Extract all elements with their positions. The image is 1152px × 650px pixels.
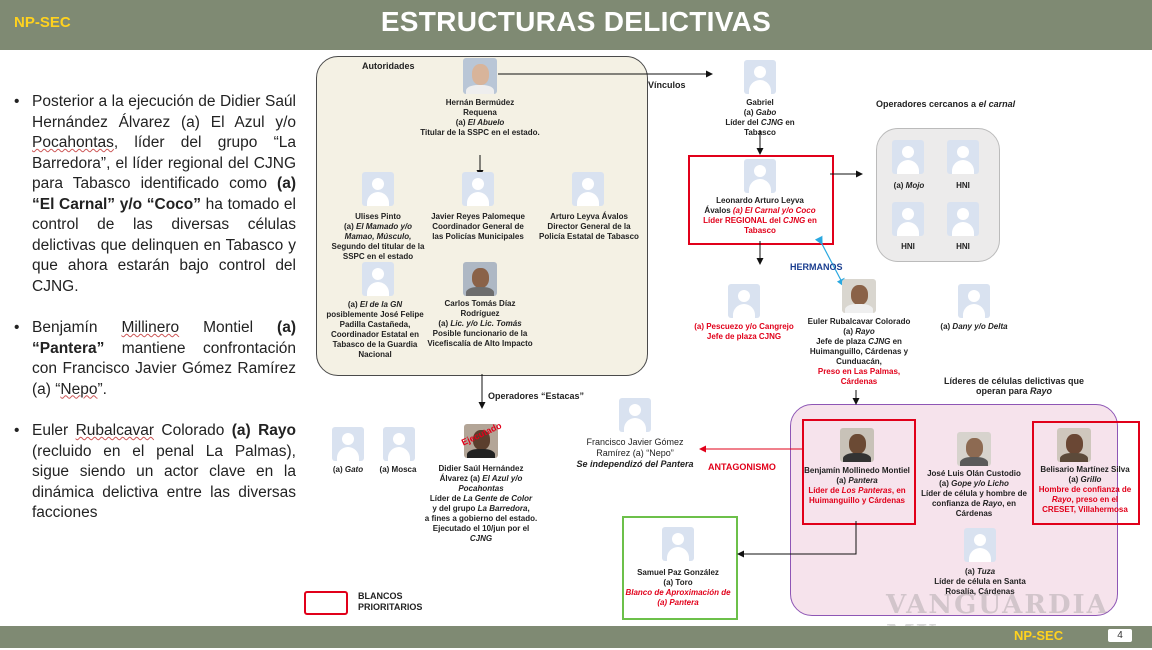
person-icon — [958, 284, 990, 318]
priority-box-leonardo — [688, 155, 834, 245]
label-ulises: Ulises Pinto(a) El Mamado y/o Mamao, Mús… — [331, 212, 425, 261]
antagonismo-label: ANTAGONISMO — [708, 462, 776, 472]
arrow-hermanos — [814, 235, 845, 288]
person-icon — [662, 527, 694, 561]
bullet-list: Posterior a la ejecución de Didier Saúl … — [12, 92, 296, 545]
lideres-celulas-label: Líderes de células delictivas que operan… — [943, 376, 1085, 396]
hermanos-label: HERMANOS — [790, 262, 843, 272]
label-mojo: (a) Mojo — [893, 181, 925, 190]
person-icon — [892, 202, 924, 236]
footer-org-label: NP-SEC — [1014, 628, 1064, 643]
autoridades-label: Autoridades — [362, 61, 415, 71]
person-icon — [362, 172, 394, 206]
page-number: 4 — [1108, 629, 1132, 642]
person-icon — [892, 140, 924, 174]
footer-bar — [0, 626, 1152, 648]
photo-didier — [464, 424, 498, 458]
bullet-item: Posterior a la ejecución de Didier Saúl … — [12, 92, 296, 297]
operadores-estacas-label: Operadores “Estacas” — [488, 391, 585, 401]
person-icon — [572, 172, 604, 206]
photo-jose — [957, 432, 991, 466]
operadores-cercanos-label: Operadores cercanos a el carnal — [876, 99, 1016, 109]
person-icon — [744, 60, 776, 94]
vinculos-label: Vínculos — [648, 80, 686, 90]
label-jose: José Luis Olán Custodio(a) Gope y/o Lich… — [921, 469, 1027, 518]
person-icon — [383, 427, 415, 461]
priority-box-belisario — [1032, 421, 1140, 525]
photo-hernan — [463, 58, 497, 94]
person-icon — [619, 398, 651, 432]
person-icon — [362, 262, 394, 296]
person-icon — [964, 528, 996, 562]
photo-benjamin — [840, 428, 874, 462]
person-icon — [728, 284, 760, 318]
bullet-item: Euler Rubalcavar Colorado (a) Rayo (recl… — [12, 421, 296, 524]
approx-box-samuel — [622, 516, 738, 620]
person-icon — [744, 159, 776, 193]
photo-euler — [842, 279, 876, 313]
person-icon — [947, 202, 979, 236]
person-icon — [462, 172, 494, 206]
page-title: ESTRUCTURAS DELICTIVAS — [380, 6, 772, 37]
header-org-label: NP-SEC — [14, 14, 71, 31]
legend-swatch — [304, 591, 348, 615]
label-nepo: Francisco Javier Gómez Ramírez (a) “Nepo… — [576, 437, 694, 469]
person-icon — [332, 427, 364, 461]
legend-label: BLANCOS PRIORITARIOS — [358, 591, 423, 612]
label-dany: (a) Dany y/o Delta — [940, 322, 1008, 331]
label-gato: (a) Gato — [332, 465, 364, 474]
arrow-to-samuel — [737, 521, 857, 558]
label-hni: HNI — [956, 242, 970, 251]
autoridades-group — [316, 56, 648, 376]
person-icon — [947, 140, 979, 174]
bullet-item: Benjamín Millinero Montiel (a) “Pantera”… — [12, 318, 296, 400]
label-hni: HNI — [901, 242, 915, 251]
priority-box-benjamin — [802, 419, 916, 525]
label-hni: HNI — [956, 181, 970, 190]
label-carlos: Carlos Tomás Díaz Rodríguez(a) Lic. y/o … — [427, 299, 533, 348]
label-mosca: (a) Mosca — [379, 465, 417, 474]
photo-carlos — [463, 262, 497, 296]
photo-belisario — [1057, 428, 1091, 462]
header-bar — [0, 0, 1152, 50]
